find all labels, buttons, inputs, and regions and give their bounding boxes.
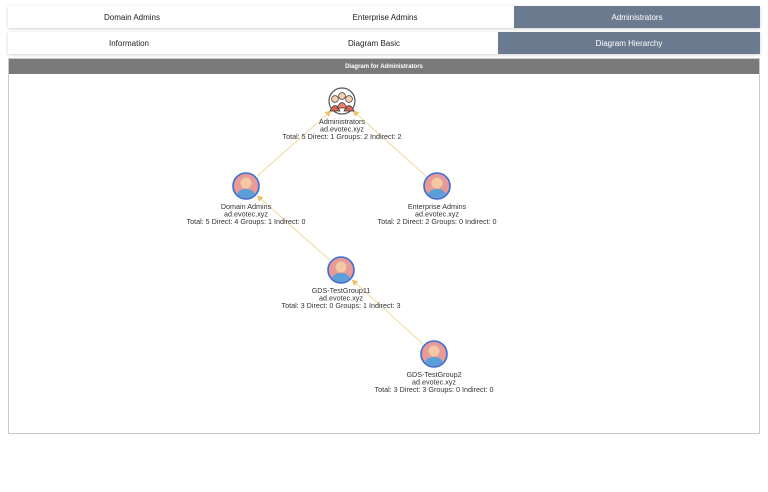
tab-enterprise-admins[interactable]: Enterprise Admins [352,12,418,22]
edge-domain-admins-to-administrators [256,110,332,177]
node-domain: ad.evotec.xyz [224,210,268,219]
node-name: GDS-TestGroup2 [406,370,461,379]
node-domain: ad.evotec.xyz [415,210,459,219]
user-group-icon [423,172,451,200]
user-group-icon [327,256,355,284]
node-domain: ad.evotec.xyz [320,125,364,134]
user-group-icon [232,172,260,200]
node-name: Domain Admins [221,202,272,211]
node-name: Administrators [319,117,365,126]
node-stats: Total: 3 Direct: 3 Groups: 0 Indirect: 0 [374,385,493,394]
tab-information[interactable]: Information [108,38,150,48]
tab-administrators[interactable]: Administrators [514,6,760,28]
node-domain: ad.evotec.xyz [412,378,456,387]
edge-gds-testgroup11-to-domain-admins [256,195,331,261]
group-users-icon [328,87,356,115]
user-group-icon [420,340,448,368]
tab-domain-admins[interactable]: Domain Admins [103,12,161,22]
node-stats: Total: 3 Direct: 0 Groups: 1 Indirect: 3 [281,301,400,310]
sub-tab-bar: Information Diagram Basic Diagram Hierar… [8,32,760,54]
node-name: Enterprise Admins [408,202,467,211]
diagram-panel: Diagram for Administrators [8,58,760,434]
node-stats: Total: 2 Direct: 2 Groups: 0 Indirect: 0 [377,217,496,226]
tab-diagram-basic[interactable]: Diagram Basic [347,38,400,48]
node-domain: ad.evotec.xyz [319,294,363,303]
edge-gds-testgroup2-to-gds-testgroup11 [351,279,424,345]
tab-diagram-hierarchy[interactable]: Diagram Hierarchy [498,32,760,54]
node-stats: Total: 5 Direct: 4 Groups: 1 Indirect: 0 [186,217,305,226]
edge-enterprise-admins-to-administrators [352,110,427,177]
node-name: GDS-TestGroup11 [312,286,371,295]
top-tab-bar: Domain Admins Enterprise Admins Administ… [8,6,760,28]
edges-layer [256,110,427,345]
node-stats: Total: 5 Direct: 1 Groups: 2 Indirect: 2 [282,132,401,141]
panel-title: Diagram for Administrators [9,59,759,74]
